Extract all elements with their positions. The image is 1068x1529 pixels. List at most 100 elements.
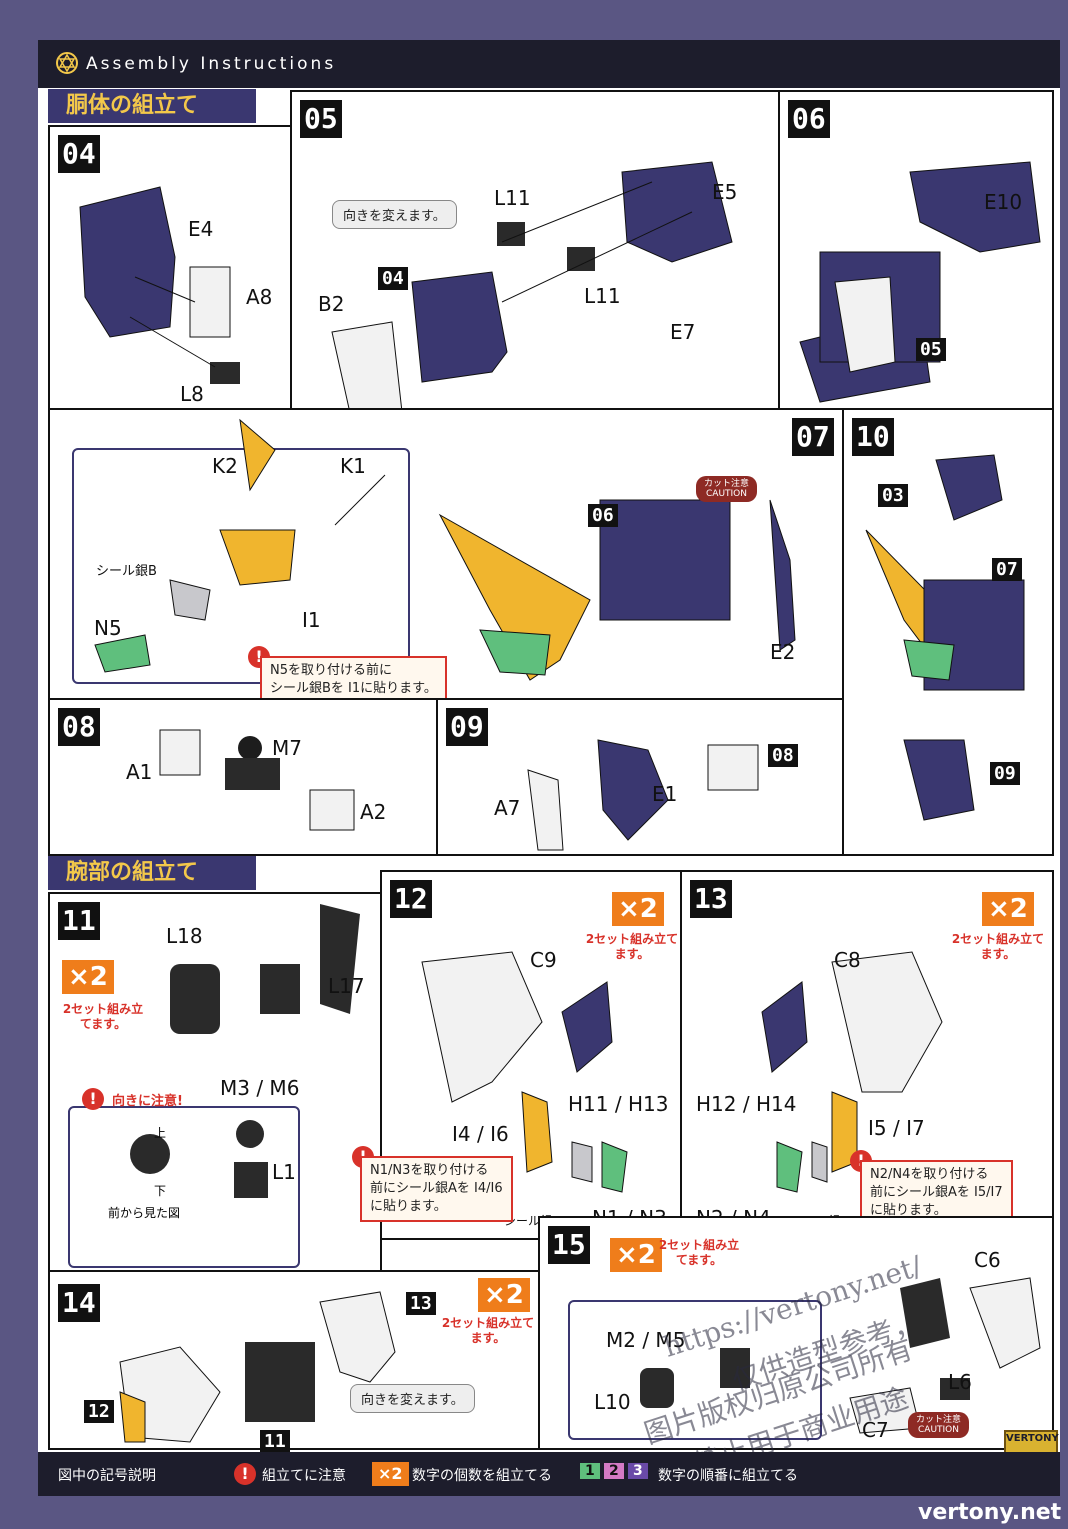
part-label-E7: E7 <box>670 320 696 344</box>
part-label-L11-bottom: L11 <box>584 284 621 308</box>
section-torso-title: 胴体の組立て <box>48 89 256 123</box>
sticker-note: N1/N3を取り付ける 前にシール銀Aを I4/I6 に貼ります。 <box>360 1156 513 1222</box>
up-label: 上 <box>154 1126 167 1140</box>
step-number: 07 <box>792 418 834 456</box>
chest-part-illustration <box>527 739 759 851</box>
part-label-L8: L8 <box>180 382 204 406</box>
step-ref-06: 06 <box>588 504 618 527</box>
step-ref-13: 13 <box>406 1292 436 1315</box>
attention-icon: ! <box>234 1463 256 1485</box>
step-number: 15 <box>548 1226 590 1264</box>
elbow-joint-illustration <box>640 1277 1041 1434</box>
note-line-1: N2/N4を取り付ける <box>870 1167 989 1182</box>
sticker-label: シール銀B <box>96 564 157 579</box>
step-12-panel: 12 ×2 2セット組み立てます。 C9 H11 / H13 I4 / I6 N… <box>352 870 682 1240</box>
part-label-M7: M7 <box>272 736 302 760</box>
part-label-I5-I7: I5 / I7 <box>868 1116 925 1140</box>
part-label-C7: C7 <box>862 1418 889 1442</box>
set-count-text: 2セット組み立てます。 <box>441 1316 535 1345</box>
caution-jp-text: カット注意 <box>704 479 750 489</box>
step-number: 13 <box>690 880 732 918</box>
footer-site: vertony.net <box>918 1500 1062 1525</box>
step-number: 05 <box>300 100 342 138</box>
legend-attention-text: 組立てに注意 <box>262 1468 346 1484</box>
note-line-1: N5を取り付ける前に <box>270 663 392 678</box>
part-label-A1: A1 <box>126 760 153 784</box>
shoulder-armor-mirror-illustration <box>761 951 943 1193</box>
step-number: 08 <box>58 708 100 746</box>
part-label-A7: A7 <box>494 796 521 820</box>
step-ref-05: 05 <box>916 338 946 361</box>
legend-order-text: 数字の順番に組立てる <box>658 1468 798 1484</box>
step-number: 06 <box>788 100 830 138</box>
head-crest-illustration <box>94 418 796 681</box>
caution-en-text: CAUTION <box>918 1425 959 1435</box>
shoulder-joint-illustration <box>130 904 360 1198</box>
multiply-badge: ×2 <box>610 1238 662 1272</box>
caution-jp-text: カット注意 <box>916 1415 962 1425</box>
orientation-inset <box>68 1106 300 1268</box>
step-10-panel: 10 03 07 09 <box>842 408 1054 856</box>
multiply-icon: ×2 <box>372 1462 409 1486</box>
step-ref-04: 04 <box>378 267 408 290</box>
part-label-I4-I6: I4 / I6 <box>452 1122 509 1146</box>
step-08-panel: 08 A1 M7 A2 <box>48 698 438 856</box>
part-label-A8: A8 <box>246 285 273 309</box>
part-label-K1: K1 <box>340 454 366 478</box>
torso-assembly-illustration <box>331 161 733 408</box>
sticker-inset <box>72 448 410 684</box>
part-label-L10: L10 <box>594 1390 631 1414</box>
star-emblem-icon <box>56 52 78 74</box>
part-label-M2-M5: M2 / M5 <box>606 1328 686 1352</box>
order-2-icon: 2 <box>604 1463 624 1479</box>
instruction-sheet: Assembly Instructions 胴体の組立て 04 E4 A8 L8… <box>38 40 1060 1496</box>
set-count-text: 2セット組み立てます。 <box>658 1238 740 1267</box>
part-label-H12-H14: H12 / H14 <box>696 1092 797 1116</box>
neck-joint-illustration <box>159 729 355 831</box>
torso-part-illustration <box>79 186 240 384</box>
order-3-icon: 3 <box>628 1463 648 1479</box>
badge-line-1: VERTONY <box>1006 1433 1059 1444</box>
note-line-2: シール銀Bを I1に貼ります。 <box>270 681 437 696</box>
part-label-L6: L6 <box>948 1370 972 1394</box>
part-label-L17: L17 <box>328 974 365 998</box>
step-ref-12: 12 <box>84 1400 114 1423</box>
part-label-C6: C6 <box>974 1248 1001 1272</box>
sticker-note: N2/N4を取り付ける 前にシール銀Aを I5/I7 に貼ります。 <box>860 1160 1013 1226</box>
step-ref-07: 07 <box>992 558 1022 581</box>
order-1-icon: 1 <box>580 1463 600 1479</box>
cut-caution-badge: カット注意 CAUTION <box>696 476 758 502</box>
part-label-M3-M6: M3 / M6 <box>220 1076 300 1100</box>
part-label-K2: K2 <box>212 454 238 478</box>
shoulder-armor-illustration <box>421 951 628 1193</box>
header-bar: Assembly Instructions <box>38 40 1060 88</box>
step-04-panel: 04 E4 A8 L8 <box>48 125 292 410</box>
legend-multiply-text: 数字の個数を組立てる <box>412 1468 552 1484</box>
orientation-callout: 向きを変えます。 <box>332 200 457 229</box>
part-label-E1: E1 <box>652 782 678 806</box>
step-ref-08: 08 <box>768 744 798 767</box>
caution-en-text: CAUTION <box>706 489 747 499</box>
step-number: 14 <box>58 1284 100 1322</box>
step-06-panel: 06 E10 E7 05 <box>670 90 1054 410</box>
part-label-I1: I1 <box>302 608 321 632</box>
header-title: Assembly Instructions <box>86 54 337 74</box>
sticker-note: N5を取り付ける前に シール銀Bを I1に貼ります。 <box>260 656 447 704</box>
step-07-panel: 07 K2 K1 N5 I1 E2 シール銀B 06 カット注意 CAUTION… <box>48 408 844 704</box>
set-count-text: 2セット組み立てます。 <box>585 932 679 961</box>
down-label: 下 <box>154 1184 167 1198</box>
part-label-E10: E10 <box>984 190 1023 214</box>
part-label-E2: E2 <box>770 640 796 664</box>
joint-inset <box>568 1300 822 1440</box>
orientation-warning-text: 向きに注意! <box>112 1094 183 1109</box>
front-view-label: 前から見た図 <box>108 1206 181 1220</box>
step-number: 11 <box>58 902 100 940</box>
multiply-badge: ×2 <box>982 892 1034 926</box>
torso-join-illustration <box>799 161 1041 403</box>
step-number: 04 <box>58 135 100 173</box>
symbol-legend: 図中の記号説明 ! 組立てに注意 ×2 数字の個数を組立てる 1 2 3 数字の… <box>38 1452 1060 1496</box>
part-label-A2: A2 <box>360 800 387 824</box>
part-label-C8: C8 <box>834 948 861 972</box>
part-label-C9: C9 <box>530 948 557 972</box>
note-line-1: N1/N3を取り付ける <box>370 1163 489 1178</box>
